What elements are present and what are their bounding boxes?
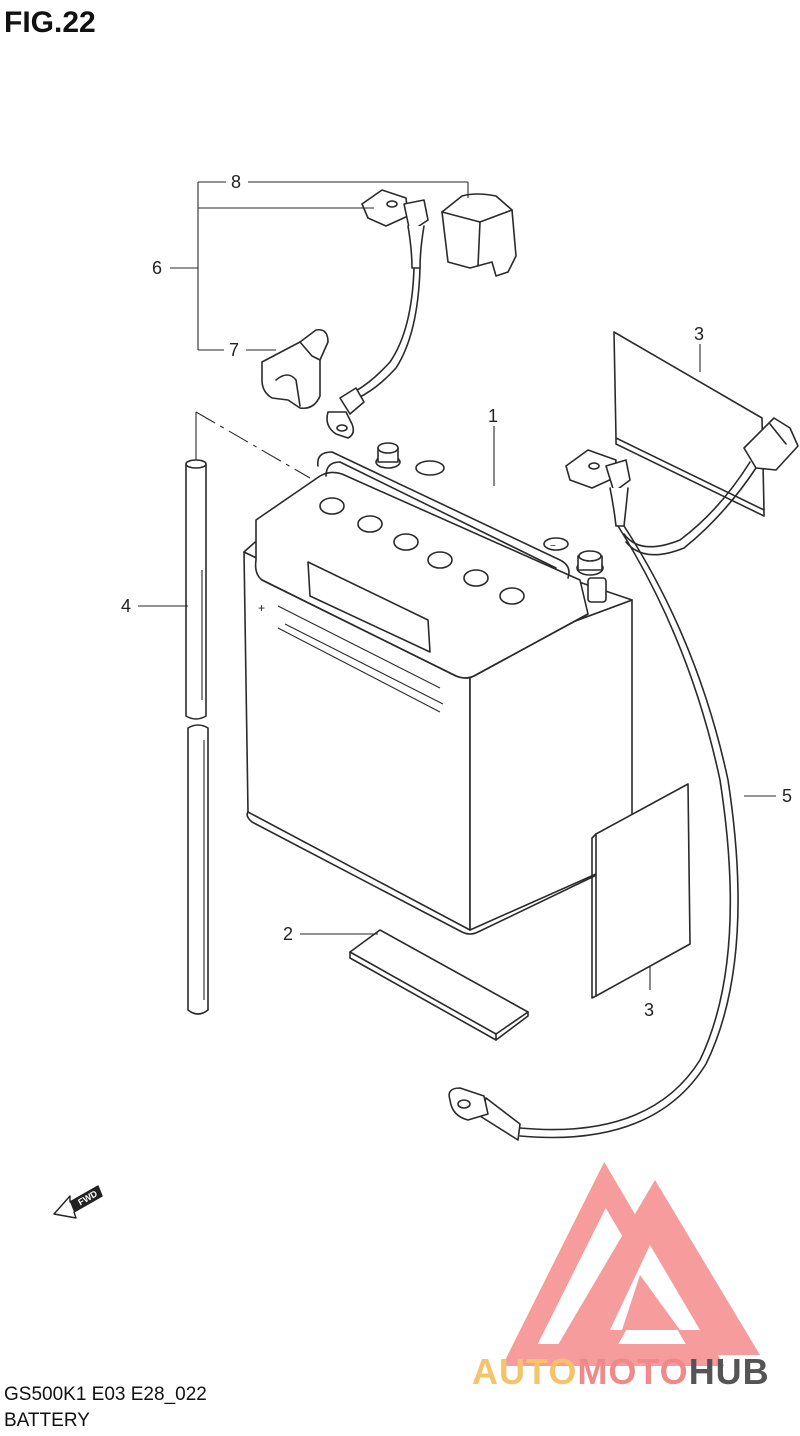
- positive-cable: [448, 417, 799, 1141]
- label-sheet-lower: [591, 783, 691, 999]
- watermark-hub: HUB: [689, 1351, 770, 1392]
- figure-title: FIG.22: [4, 6, 96, 39]
- watermark-auto: AUTO: [472, 1351, 577, 1392]
- battery-pad: [349, 929, 529, 1041]
- label-sheet-upper: [613, 331, 765, 517]
- callout-leaders: [138, 181, 776, 990]
- callout-1: 1: [488, 406, 498, 426]
- breather-hose: [185, 411, 311, 1015]
- callout-5: 5: [782, 786, 792, 806]
- section-title: BATTERY: [4, 1410, 90, 1431]
- terminal-cover-negative: [261, 328, 329, 410]
- battery-terminal-negative: [375, 442, 401, 469]
- automotohub-logo-icon: [502, 1161, 760, 1366]
- battery-terminal-positive: [576, 550, 607, 603]
- callout-8: 8: [231, 172, 241, 192]
- callout-3-upper: 3: [694, 324, 704, 344]
- battery-cell-caps: [319, 497, 525, 605]
- watermark-text: AUTOMOTOHUB: [472, 1351, 770, 1392]
- model-code: GS500K1 E03 E28_022: [4, 1384, 207, 1405]
- watermark-moto: MOTO: [577, 1351, 688, 1392]
- callout-4: 4: [121, 596, 131, 616]
- svg-text:+: +: [258, 601, 265, 615]
- terminal-cover-positive: [441, 193, 517, 277]
- negative-cable: [326, 189, 429, 439]
- callout-3-lower: 3: [644, 1000, 654, 1020]
- forward-arrow-icon: FWD: [53, 1185, 103, 1219]
- callout-2: 2: [283, 924, 293, 944]
- callout-7: 7: [229, 340, 239, 360]
- svg-text:−: −: [550, 541, 556, 552]
- callout-6: 6: [152, 258, 162, 278]
- battery: + −: [243, 442, 633, 935]
